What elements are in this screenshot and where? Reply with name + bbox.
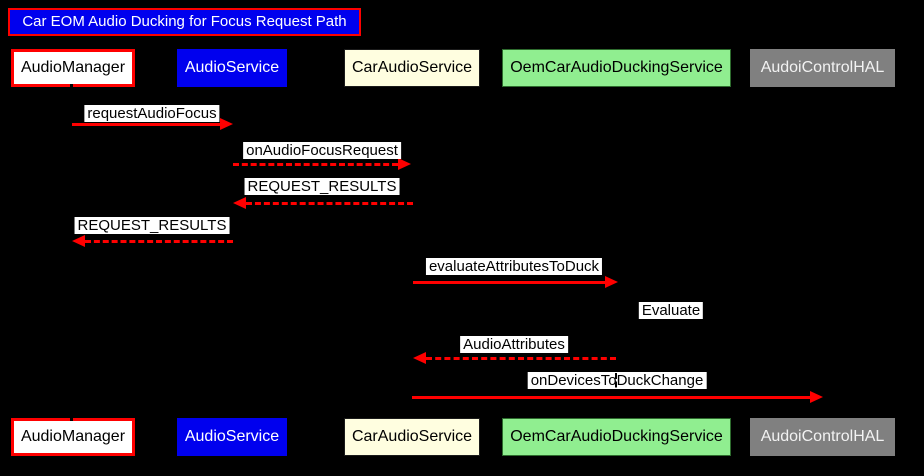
msg-audio-attributes-label: AudioAttributes	[460, 336, 568, 353]
participant-caraudioservice-bottom: CarAudioService	[344, 418, 480, 456]
msg-request-results-2-line	[85, 240, 233, 243]
msg-request-results-2-label: REQUEST_RESULTS	[74, 217, 230, 234]
diagram-title: Car EOM Audio Ducking for Focus Request …	[8, 8, 361, 36]
participant-audiomanager-top: AudioManager	[11, 49, 135, 87]
participant-oemcaraudioduckingservice-top: OemCarAudioDuckingService	[502, 49, 731, 87]
lifeline-audioservice	[231, 87, 233, 418]
participant-oemcaraudioduckingservice-bottom: OemCarAudioDuckingService	[502, 418, 731, 456]
lifeline-oemcaraudioduckingservice	[615, 87, 617, 418]
msg-evaluate-attributes-to-duck-arrowhead-icon	[605, 276, 618, 288]
msg-request-audio-focus-line	[72, 123, 220, 126]
msg-evaluate-attributes-to-duck-line	[413, 281, 605, 284]
msg-on-audio-focus-request-label: onAudioFocusRequest	[243, 142, 401, 159]
participant-audiomanager-bottom: AudioManager	[11, 418, 135, 456]
msg-on-devices-to-duck-change-arrowhead-icon	[810, 391, 823, 403]
lifeline-tick-top	[70, 84, 73, 93]
msg-request-results-1-label: REQUEST_RESULTS	[244, 178, 400, 195]
lifeline-audiomanager	[71, 87, 73, 418]
participant-caraudioservice-top: CarAudioService	[344, 49, 480, 87]
participant-audoicontrolhal-bottom: AudoiControlHAL	[750, 418, 895, 456]
msg-on-devices-to-duck-change-line	[412, 396, 810, 399]
msg-request-audio-focus-label: requestAudioFocus	[84, 105, 220, 122]
lifeline-over-label-dash	[615, 373, 617, 396]
msg-request-results-1-arrowhead-icon	[233, 197, 246, 209]
msg-request-audio-focus-arrowhead-icon	[220, 118, 233, 130]
msg-evaluate-self-label: Evaluate	[638, 302, 704, 319]
lifeline-caraudioservice	[411, 87, 413, 418]
msg-on-audio-focus-request-line	[233, 163, 398, 166]
msg-audio-attributes-arrowhead-icon	[413, 352, 426, 364]
lifeline-tick-bottom	[70, 413, 73, 421]
msg-audio-attributes-line	[426, 357, 616, 360]
participant-audioservice-top: AudioService	[177, 49, 287, 87]
participant-audoicontrolhal-top: AudoiControlHAL	[750, 49, 895, 87]
msg-evaluate-attributes-to-duck-label: evaluateAttributesToDuck	[425, 258, 603, 275]
msg-request-results-1-line	[246, 202, 413, 205]
msg-on-audio-focus-request-arrowhead-icon	[398, 158, 411, 170]
lifeline-audoicontrolhal	[821, 87, 823, 418]
msg-request-results-2-arrowhead-icon	[72, 235, 85, 247]
msg-on-devices-to-duck-change-label: onDevicesToDuckChange	[527, 372, 707, 389]
participant-audioservice-bottom: AudioService	[177, 418, 287, 456]
